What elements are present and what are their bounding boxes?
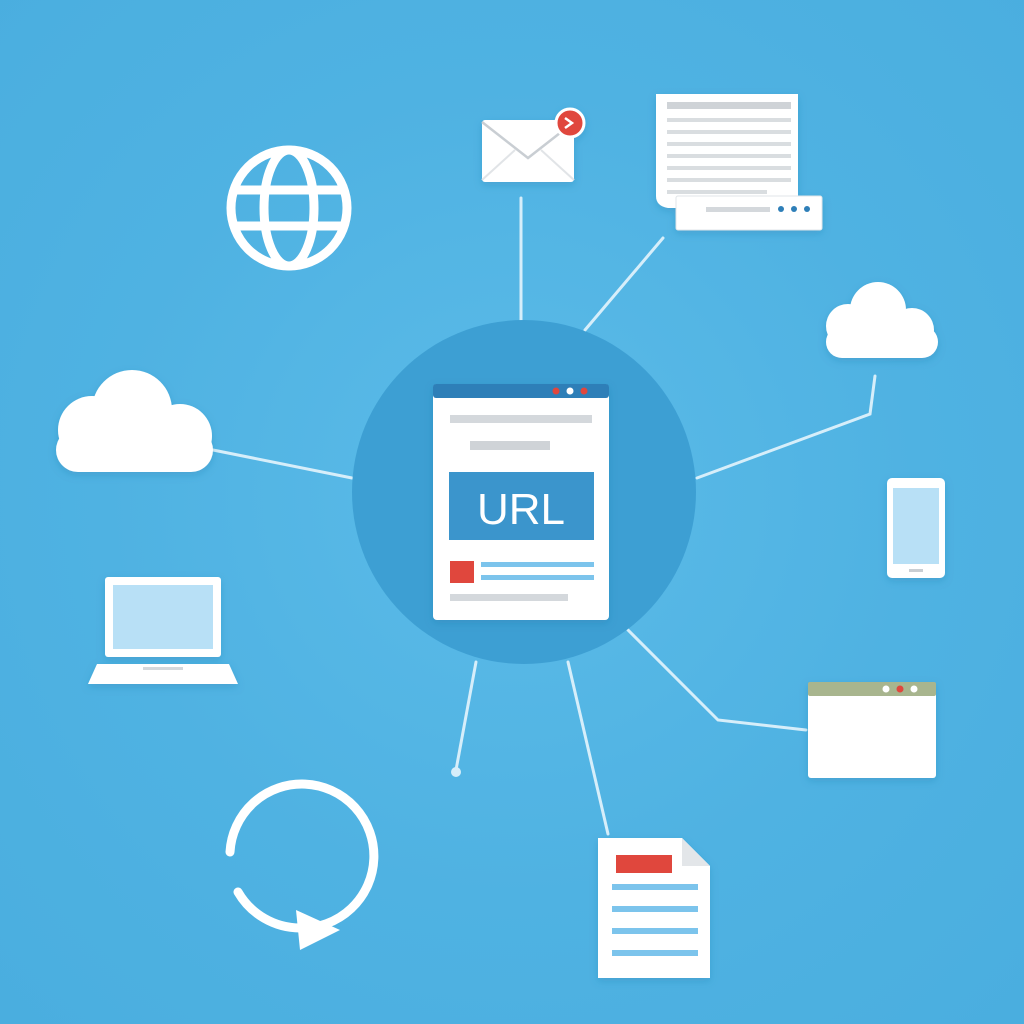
laptop-icon — [88, 577, 238, 684]
connector-text-document — [566, 660, 610, 836]
cloud-icon-right — [826, 282, 938, 358]
envelope-notification-icon — [481, 107, 586, 182]
url-webpage-icon: URL — [433, 384, 609, 620]
cloud-icon-left — [56, 370, 213, 472]
globe-icon — [226, 145, 352, 271]
document-browser-icon — [656, 94, 823, 231]
connector-dot-end — [454, 660, 478, 772]
connector-lines — [211, 196, 877, 836]
refresh-arrow-icon — [225, 779, 379, 950]
url-label: URL — [477, 485, 565, 534]
smartphone-icon — [887, 478, 945, 578]
url-banner — [449, 472, 594, 540]
connector-end-dot — [451, 767, 461, 777]
connector-cloud-left — [211, 448, 354, 480]
text-document-icon — [598, 838, 710, 978]
connector-cloud-right — [695, 374, 877, 480]
connector-browser-window — [626, 628, 808, 732]
connector-document-browser — [583, 236, 665, 332]
browser-window-icon — [808, 682, 936, 778]
